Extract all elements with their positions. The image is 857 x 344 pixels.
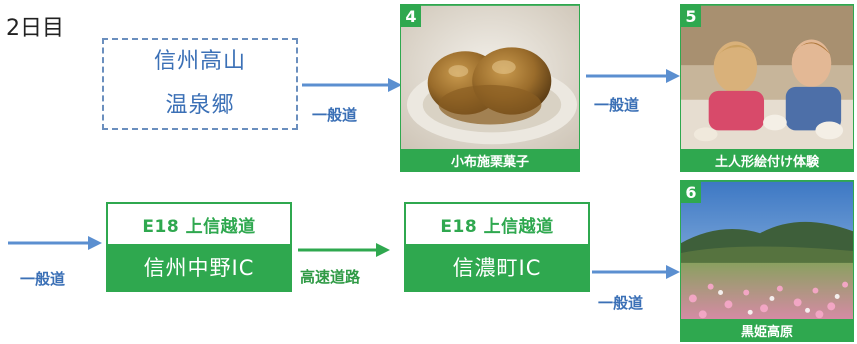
stop-caption: 土人形絵付け体験 (681, 149, 853, 171)
stop-caption: 小布施栗菓子 (401, 149, 579, 171)
day-label: 2日目 (6, 16, 64, 41)
start-point-line2: 温泉郷 (165, 93, 235, 118)
stop-number: 4 (401, 5, 421, 27)
stop-card-chestnut-sweets: 4 小布施栗菓子 (400, 4, 580, 172)
stop-number: 5 (681, 5, 701, 27)
chestnut-sweets-photo (401, 5, 579, 153)
road-label-general: 一般道 (312, 106, 358, 124)
cosmos-field-photo (681, 181, 853, 323)
start-point-box: 信州高山 温泉郷 (102, 38, 298, 130)
interchange-route: E18 上信越道 (142, 216, 256, 237)
arrow-right-icon (592, 265, 680, 279)
road-label-expressway: 高速道路 (300, 268, 361, 286)
clay-doll-painting-photo (681, 5, 853, 153)
arrow-right-icon (298, 243, 390, 257)
arrow-right-icon (586, 69, 680, 83)
stop-caption: 黒姫高原 (681, 319, 853, 341)
road-label-general: 一般道 (20, 270, 66, 288)
arrow-right-icon (8, 236, 102, 250)
interchange-name: 信州中野IC (108, 244, 290, 290)
stop-card-kurohime-highland: 6 黒姫高原 (680, 180, 854, 342)
start-point-line1: 信州高山 (153, 49, 246, 74)
interchange-box-shinanomachi: E18 上信越道 信濃町IC (404, 202, 590, 292)
stop-number: 6 (681, 181, 701, 203)
road-label-general: 一般道 (598, 294, 644, 312)
stop-card-clay-doll-painting: 5 土人形絵付け体験 (680, 4, 854, 172)
road-label-general: 一般道 (594, 96, 640, 114)
interchange-box-shinshu-nakano: E18 上信越道 信州中野IC (106, 202, 292, 292)
interchange-name: 信濃町IC (406, 244, 588, 290)
arrow-right-icon (302, 78, 402, 92)
interchange-route: E18 上信越道 (440, 216, 554, 237)
